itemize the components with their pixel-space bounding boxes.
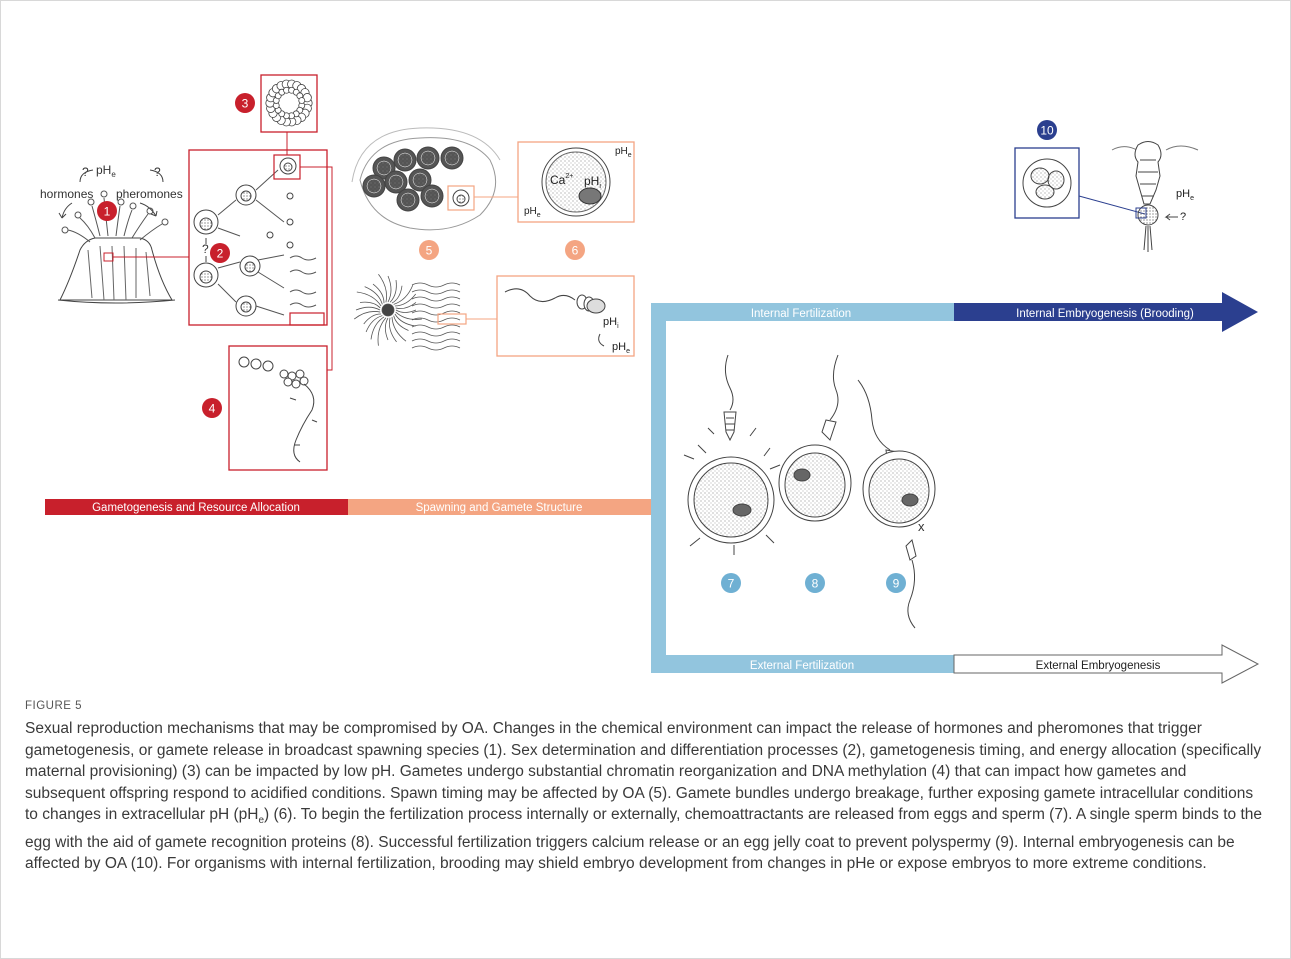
marker-1: 1 <box>104 205 111 219</box>
gametogenesis-panel <box>188 149 328 326</box>
marker-3: 3 <box>242 97 249 111</box>
phe-sperm-label: pH <box>612 341 626 353</box>
marker-circle-5 <box>419 240 439 260</box>
ph-top-label: pH <box>96 163 111 177</box>
internal-fertilization-bar <box>651 303 954 321</box>
number-markers: 1 2 3 4 5 6 7 8 9 10 <box>97 93 1057 593</box>
arrow-icon <box>61 202 73 219</box>
cross-mark: x <box>918 519 925 534</box>
fertilization-bracket <box>651 303 666 673</box>
phe10-label: pH <box>1176 188 1190 200</box>
marker-9: 9 <box>893 577 900 591</box>
figure-caption: FIGURE 5 Sexual reproduction mechanisms … <box>25 700 1270 875</box>
svg-text:pHe: pHe <box>96 163 116 179</box>
egg-bundle <box>362 146 470 212</box>
marker-circle-3 <box>235 93 255 113</box>
marker-10: 10 <box>1040 124 1054 138</box>
marker-4: 4 <box>209 402 216 416</box>
figure-label: FIGURE 5 <box>25 700 83 712</box>
marker-circle-10 <box>1037 120 1057 140</box>
internal-embryogenesis-arrow <box>954 292 1258 332</box>
ca-superscript: 2+ <box>565 173 573 180</box>
svg-text:pHe: pHe <box>615 146 632 159</box>
marker-circle-6 <box>565 240 585 260</box>
arrow-icon <box>149 169 164 183</box>
spawning-bar <box>348 499 651 515</box>
phi-label: pH <box>584 174 599 188</box>
ph-top-subscript: e <box>111 170 116 179</box>
gametogenesis-bar <box>45 499 348 515</box>
oocyte-ring <box>265 79 313 127</box>
hormones-label: hormones <box>40 187 93 201</box>
svg-text:pHe: pHe <box>1176 188 1194 202</box>
external-fertilization-bar <box>651 655 954 673</box>
polyp-drawing <box>57 190 176 304</box>
caption-text: Sexual reproduction mechanisms that may … <box>25 720 1262 873</box>
sperm-burst-drawing <box>353 274 461 351</box>
marker-circle-1 <box>97 201 117 221</box>
svg-text:pHi: pHi <box>584 174 601 190</box>
external-embryogenesis-arrow <box>953 644 1260 684</box>
external-embryogenesis-label: External Embryogenesis <box>1036 660 1161 672</box>
internal-fertilization-label: Internal Fertilization <box>751 308 851 320</box>
arrow-icon <box>79 169 94 183</box>
marker-circle-7 <box>721 573 741 593</box>
marker-7: 7 <box>728 577 735 591</box>
marker-5: 5 <box>426 244 433 258</box>
phi-subscript: i <box>599 183 601 190</box>
gametogenesis-label: Gametogenesis and Resource Allocation <box>92 502 300 514</box>
svg-text:Ca2+: Ca2+ <box>550 173 573 187</box>
phi-sperm-label: pH <box>603 316 617 328</box>
marker-circle-8 <box>805 573 825 593</box>
question-mark-middle: ? <box>202 242 209 256</box>
marker-circle-4 <box>202 398 222 418</box>
fertilization-drawings <box>683 354 936 629</box>
phe6-bottom-label: pH <box>524 206 537 217</box>
marker-circle-9 <box>886 573 906 593</box>
arrow-icon <box>139 202 157 217</box>
figure-illustration: ? ? pHe hormones pheromones ? <box>40 74 1260 684</box>
svg-text:pHe: pHe <box>524 206 541 219</box>
copepod-drawing <box>1111 141 1199 252</box>
marker-2: 2 <box>217 247 224 261</box>
spawning-label: Spawning and Gamete Structure <box>416 502 583 514</box>
svg-text:pHi: pHi <box>603 316 619 330</box>
marker-8: 8 <box>812 577 819 591</box>
svg-text:pHe: pHe <box>612 341 630 355</box>
phe6-top-label: pH <box>615 146 628 157</box>
question-mark-brooding: ? <box>1180 211 1186 223</box>
external-fertilization-label: External Fertilization <box>750 660 854 672</box>
internal-embryogenesis-label: Internal Embryogenesis (Brooding) <box>1016 308 1194 320</box>
pheromones-label: pheromones <box>116 187 183 201</box>
ca-label: Ca <box>550 173 566 187</box>
marker-6: 6 <box>572 244 579 258</box>
marker-circle-2 <box>210 243 230 263</box>
egg-bundle-drawing <box>351 127 501 231</box>
arrow-icon <box>1164 213 1178 221</box>
